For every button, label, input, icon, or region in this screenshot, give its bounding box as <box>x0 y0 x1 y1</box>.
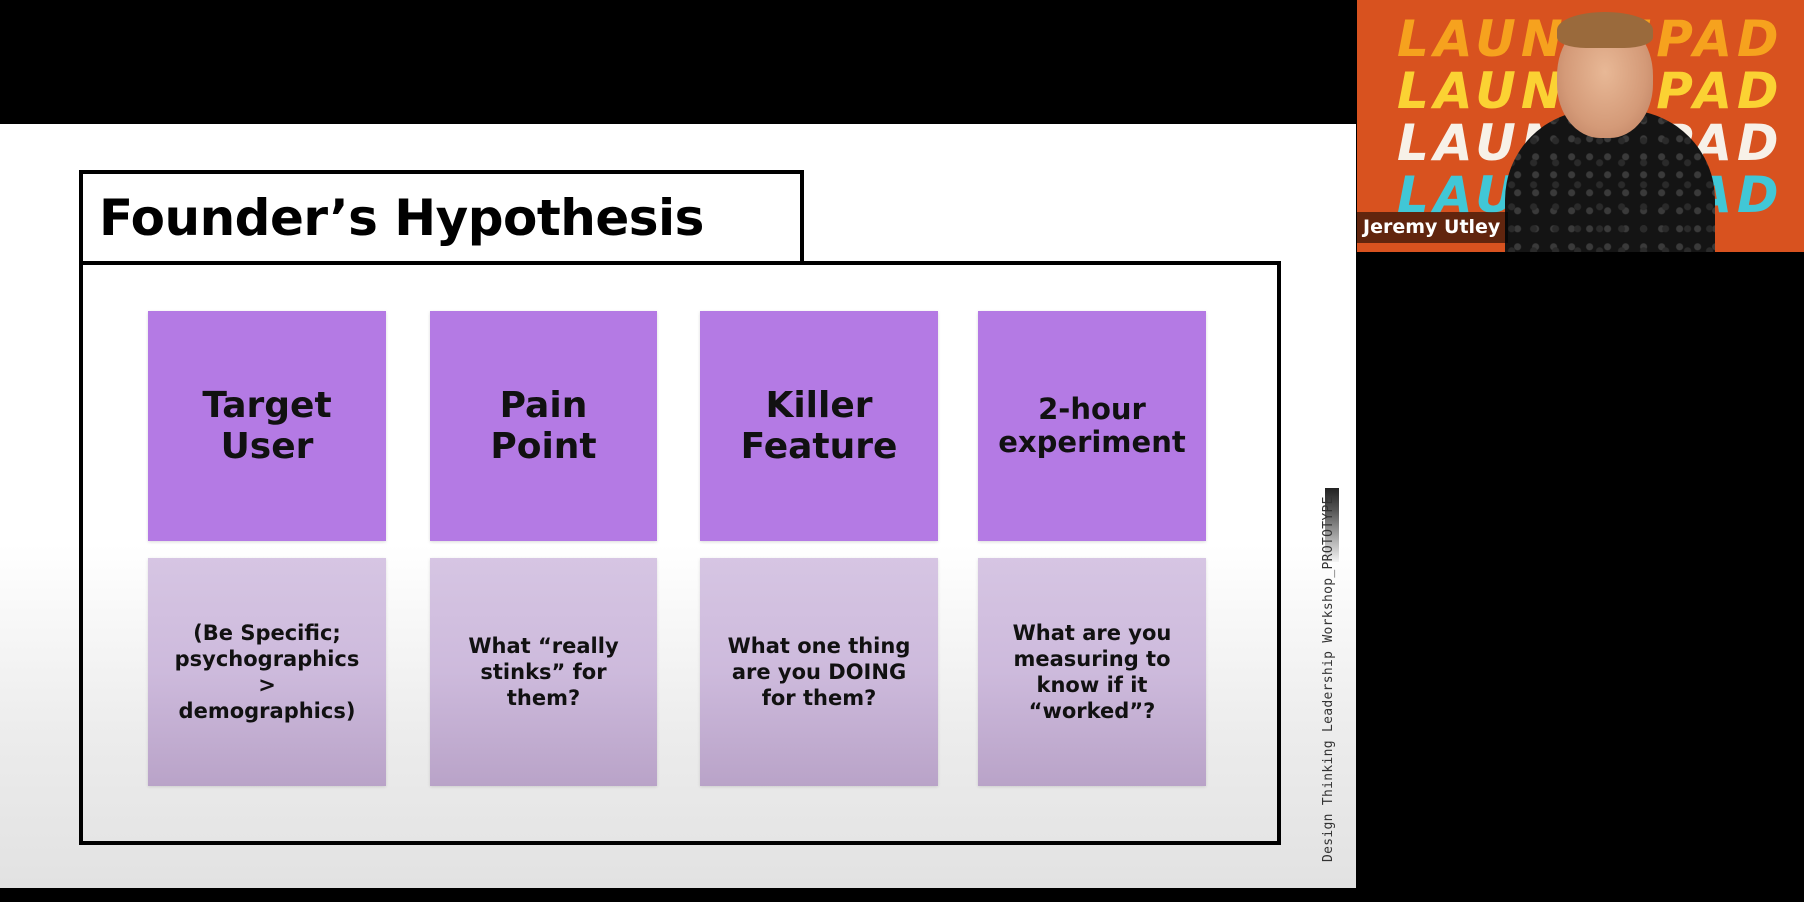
card-header-pain-point: Pain Point <box>430 311 657 541</box>
card-header-label: Pain Point <box>490 384 597 467</box>
card-header-label: Killer Feature <box>740 384 898 467</box>
speaker-video-tile[interactable]: LAUNCHPAD LAUNCHPAD LAUNCHPAD LAUNCHPAD … <box>1357 0 1804 252</box>
card-description-killer-feature: What one thing are you DOING for them? <box>700 558 938 786</box>
card-description-pain-point: What “really stinks” for them? <box>430 558 657 786</box>
slide-content-frame <box>79 261 1281 845</box>
card-description-target-user: (Be Specific; psychographics > demograph… <box>148 558 386 786</box>
card-header-label: Target User <box>202 384 332 467</box>
card-description-text: (Be Specific; psychographics > demograph… <box>174 620 360 724</box>
speaker-hair <box>1557 12 1653 48</box>
slide-title: Founder’s Hypothesis <box>99 188 704 247</box>
card-header-target-user: Target User <box>148 311 386 541</box>
card-header-label: 2-hour experiment <box>998 391 1186 459</box>
card-header-killer-feature: Killer Feature <box>700 311 938 541</box>
card-header-2-hour-experiment: 2-hour experiment <box>978 311 1206 541</box>
card-description-2-hour-experiment: What are you measuring to know if it “wo… <box>978 558 1206 786</box>
card-description-text: What are you measuring to know if it “wo… <box>1012 620 1172 724</box>
card-description-text: What one thing are you DOING for them? <box>727 633 911 711</box>
speaker-name-label: Jeremy Utley <box>1357 212 1509 243</box>
grayscale-strip <box>1325 488 1339 562</box>
slide-title-box: Founder’s Hypothesis <box>79 170 804 265</box>
card-description-text: What “really stinks” for them? <box>468 633 619 711</box>
slide-watermark: Design Thinking Leadership Workshop_PROT… <box>1321 496 1336 862</box>
